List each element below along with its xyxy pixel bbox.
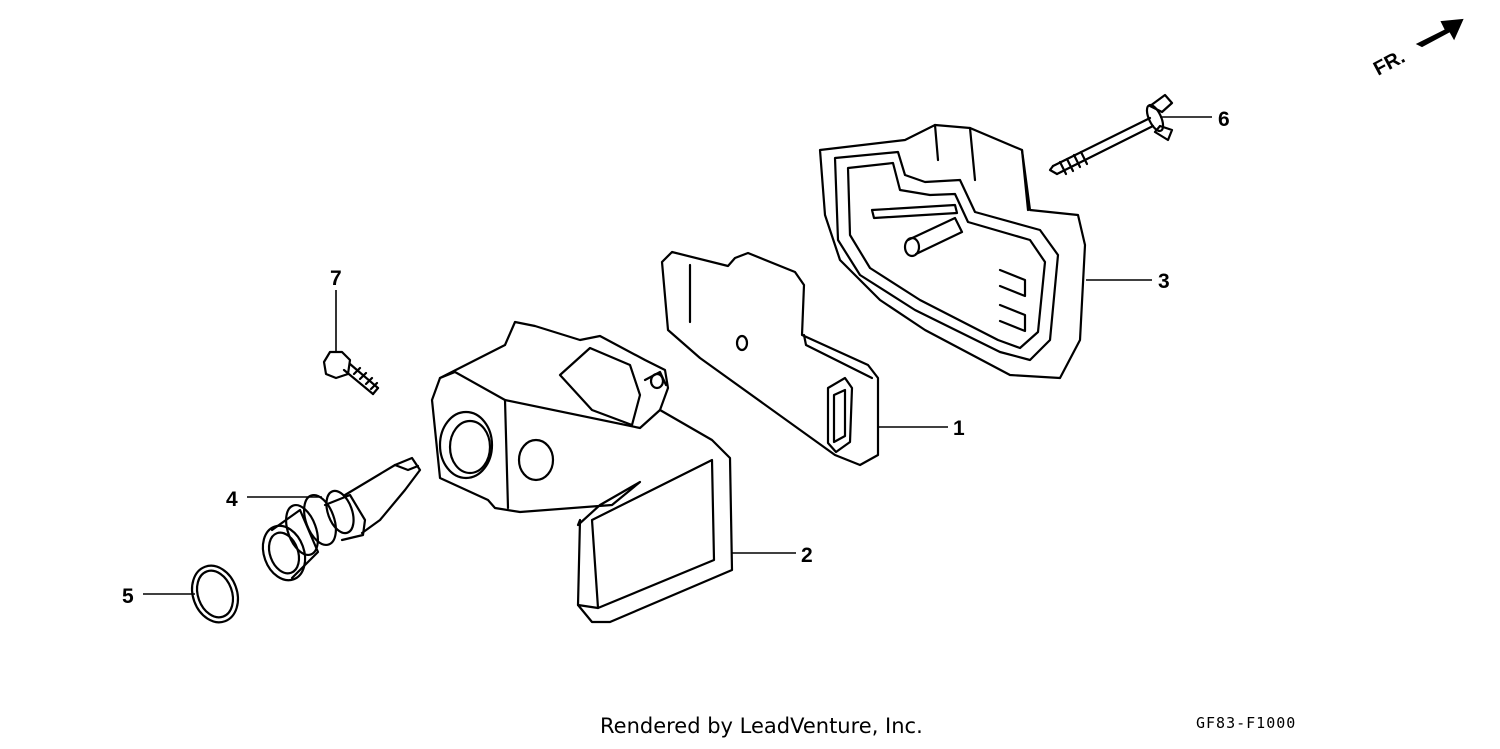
- callout-1: 1: [953, 417, 965, 440]
- callout-5: 5: [122, 585, 134, 608]
- callout-7: 7: [330, 267, 342, 290]
- air-intake-tube: [261, 456, 422, 582]
- ring-band: [190, 564, 240, 624]
- flange-bolt: [322, 350, 380, 396]
- air-cleaner-case: [818, 123, 1087, 380]
- rendered-by-credit: Rendered by LeadVenture, Inc.: [600, 714, 923, 738]
- diagram-code: GF83-F1000: [1196, 714, 1297, 732]
- front-direction-indicator: FR.: [1370, 18, 1464, 81]
- leader-lines: [143, 116, 1212, 595]
- air-cleaner-element: [660, 250, 880, 467]
- air-cleaner-cover: [430, 320, 734, 624]
- callout-numbers: 1 2 3 4 5 6 7: [122, 108, 1230, 608]
- fr-label: FR.: [1370, 46, 1409, 81]
- callout-6: 6: [1218, 108, 1230, 131]
- callout-4: 4: [226, 488, 238, 511]
- callout-3: 3: [1158, 270, 1170, 293]
- front-arrow-icon: [1415, 18, 1464, 48]
- callout-2: 2: [801, 544, 813, 567]
- wing-bolt: [1048, 93, 1174, 176]
